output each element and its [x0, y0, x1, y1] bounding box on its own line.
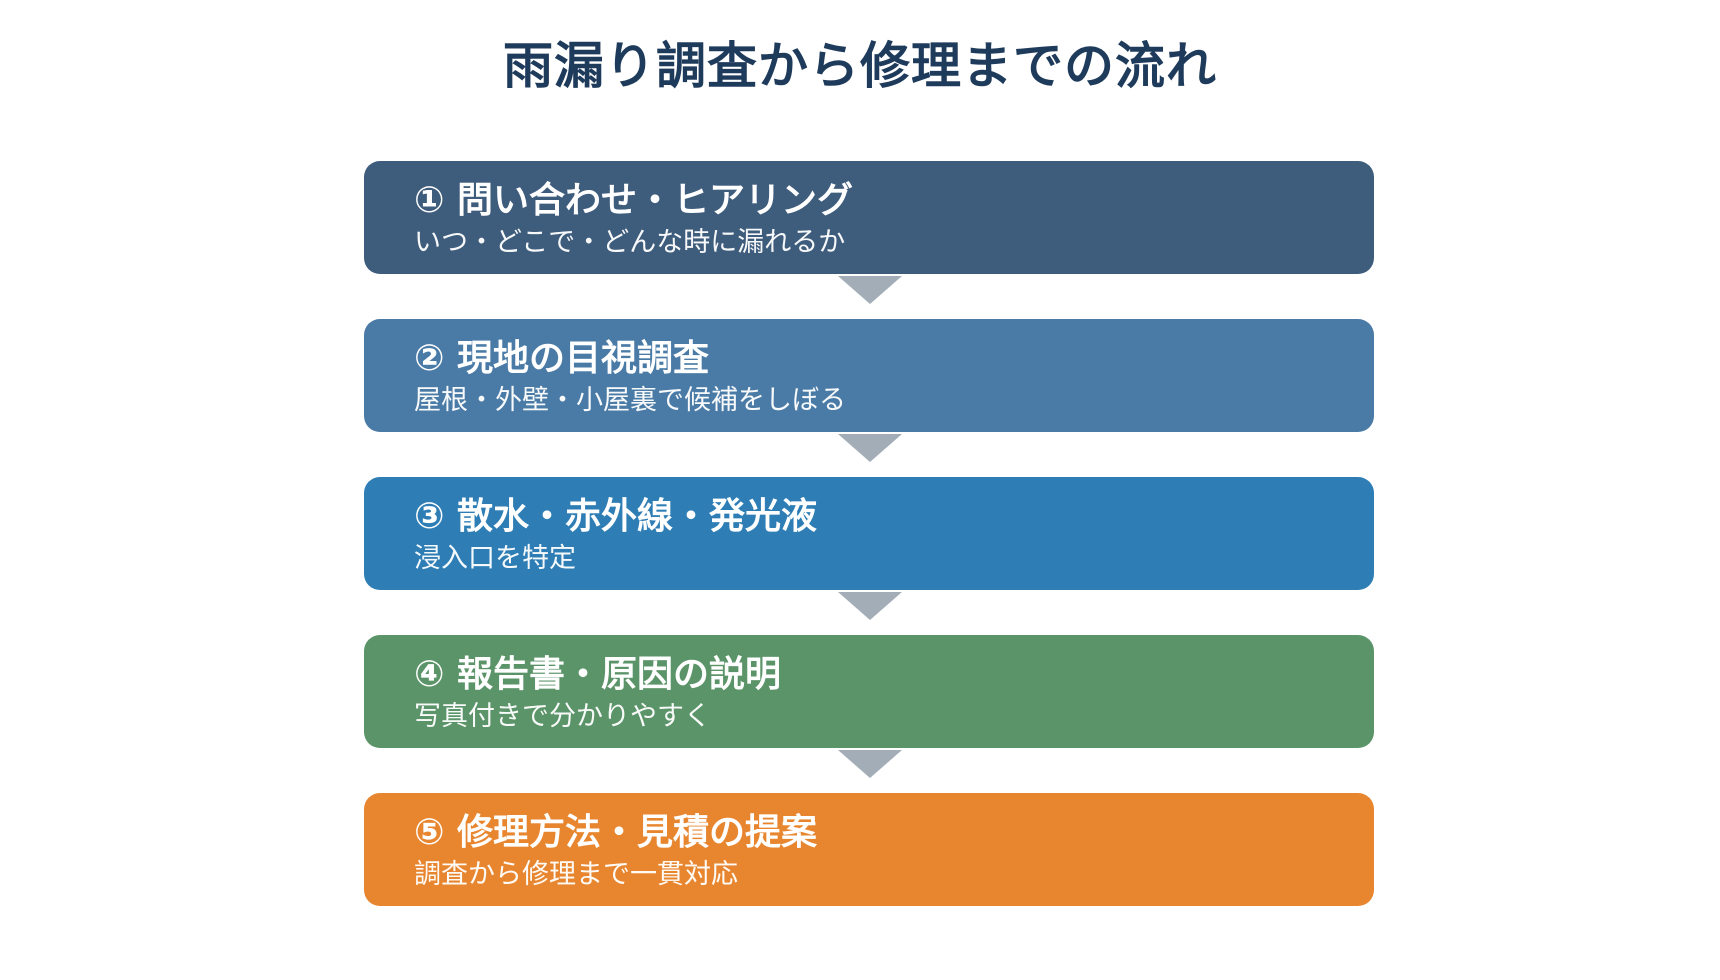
down-arrow-icon [838, 434, 902, 462]
step-3-subtitle: 浸入口を特定 [414, 543, 576, 574]
step-2-box: ② 現地の目視調査 屋根・外壁・小屋裏で候補をしぼる [364, 319, 1374, 432]
connector-3 [364, 590, 1374, 635]
connector-1 [364, 274, 1374, 319]
step-5-subtitle: 調査から修理まで一貫対応 [414, 859, 738, 890]
step-1-title: ① 問い合わせ・ヒアリング [414, 180, 854, 221]
connector-4 [364, 748, 1374, 793]
connector-2 [364, 432, 1374, 477]
flow-diagram: ① 問い合わせ・ヒアリング いつ・どこで・どんな時に漏れるか ② 現地の目視調査… [364, 161, 1374, 906]
down-arrow-icon [838, 276, 902, 304]
step-1-subtitle: いつ・どこで・どんな時に漏れるか [414, 227, 846, 258]
step-4-subtitle: 写真付きで分かりやすく [414, 701, 711, 732]
step-2-title: ② 現地の目視調査 [414, 338, 710, 379]
page-title: 雨漏り調査から修理までの流れ [503, 37, 1217, 95]
step-3-title: ③ 散水・赤外線・発光液 [414, 496, 818, 537]
step-5-title: ⑤ 修理方法・見積の提案 [414, 812, 818, 853]
down-arrow-icon [838, 750, 902, 778]
step-4-title: ④ 報告書・原因の説明 [414, 654, 782, 695]
step-2-subtitle: 屋根・外壁・小屋裏で候補をしぼる [414, 385, 846, 416]
down-arrow-icon [838, 592, 902, 620]
step-3-box: ③ 散水・赤外線・発光液 浸入口を特定 [364, 477, 1374, 590]
step-1-box: ① 問い合わせ・ヒアリング いつ・どこで・どんな時に漏れるか [364, 161, 1374, 274]
step-5-box: ⑤ 修理方法・見積の提案 調査から修理まで一貫対応 [364, 793, 1374, 906]
step-4-box: ④ 報告書・原因の説明 写真付きで分かりやすく [364, 635, 1374, 748]
